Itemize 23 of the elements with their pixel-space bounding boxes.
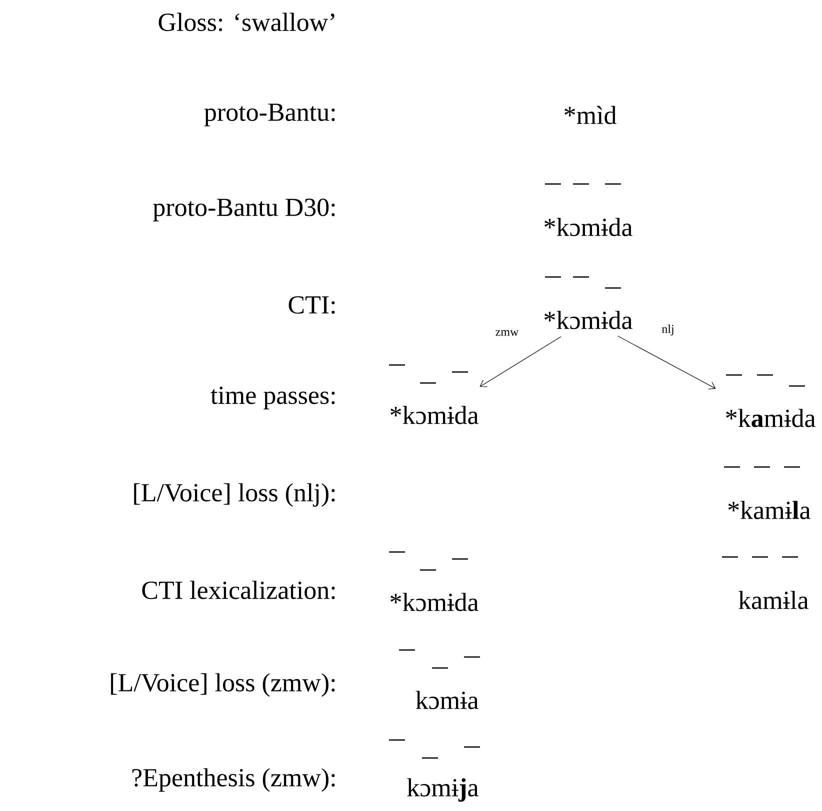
word-form: *kamɨla: [728, 500, 810, 520]
word-form: kamɨla: [738, 590, 808, 610]
word-form: kɔmɨa: [416, 690, 478, 710]
row-label: time passes:: [210, 386, 335, 410]
edge-label: zmw: [496, 330, 519, 336]
word-form: kɔmɨja: [407, 778, 478, 802]
row-label: ?Epenthesis (zmw):: [132, 768, 335, 792]
edge-label: nlj: [662, 324, 674, 336]
word-form: *kɔmɨda: [544, 310, 632, 330]
row-label: CTI lexicalization:: [142, 580, 335, 600]
arrow: [618, 336, 716, 390]
word-form: *kɔmɨda: [390, 592, 478, 612]
row-label: Gloss: ‘swallow’: [158, 12, 334, 32]
row-label: [L/Voice] loss (zmw):: [111, 673, 335, 697]
word-form: *kamɨda: [726, 408, 816, 428]
row-label: CTI:: [288, 296, 335, 314]
word-form: *kɔmɨda: [390, 406, 478, 424]
row-label: proto-Bantu D30:: [153, 198, 335, 222]
word-form: *kɔmɨda: [544, 218, 632, 236]
row-label: proto-Bantu:: [204, 104, 335, 126]
word-form: *mìd: [564, 106, 616, 124]
arrow: [480, 336, 562, 388]
row-label: [L/Voice] loss (nlj):: [134, 483, 335, 507]
